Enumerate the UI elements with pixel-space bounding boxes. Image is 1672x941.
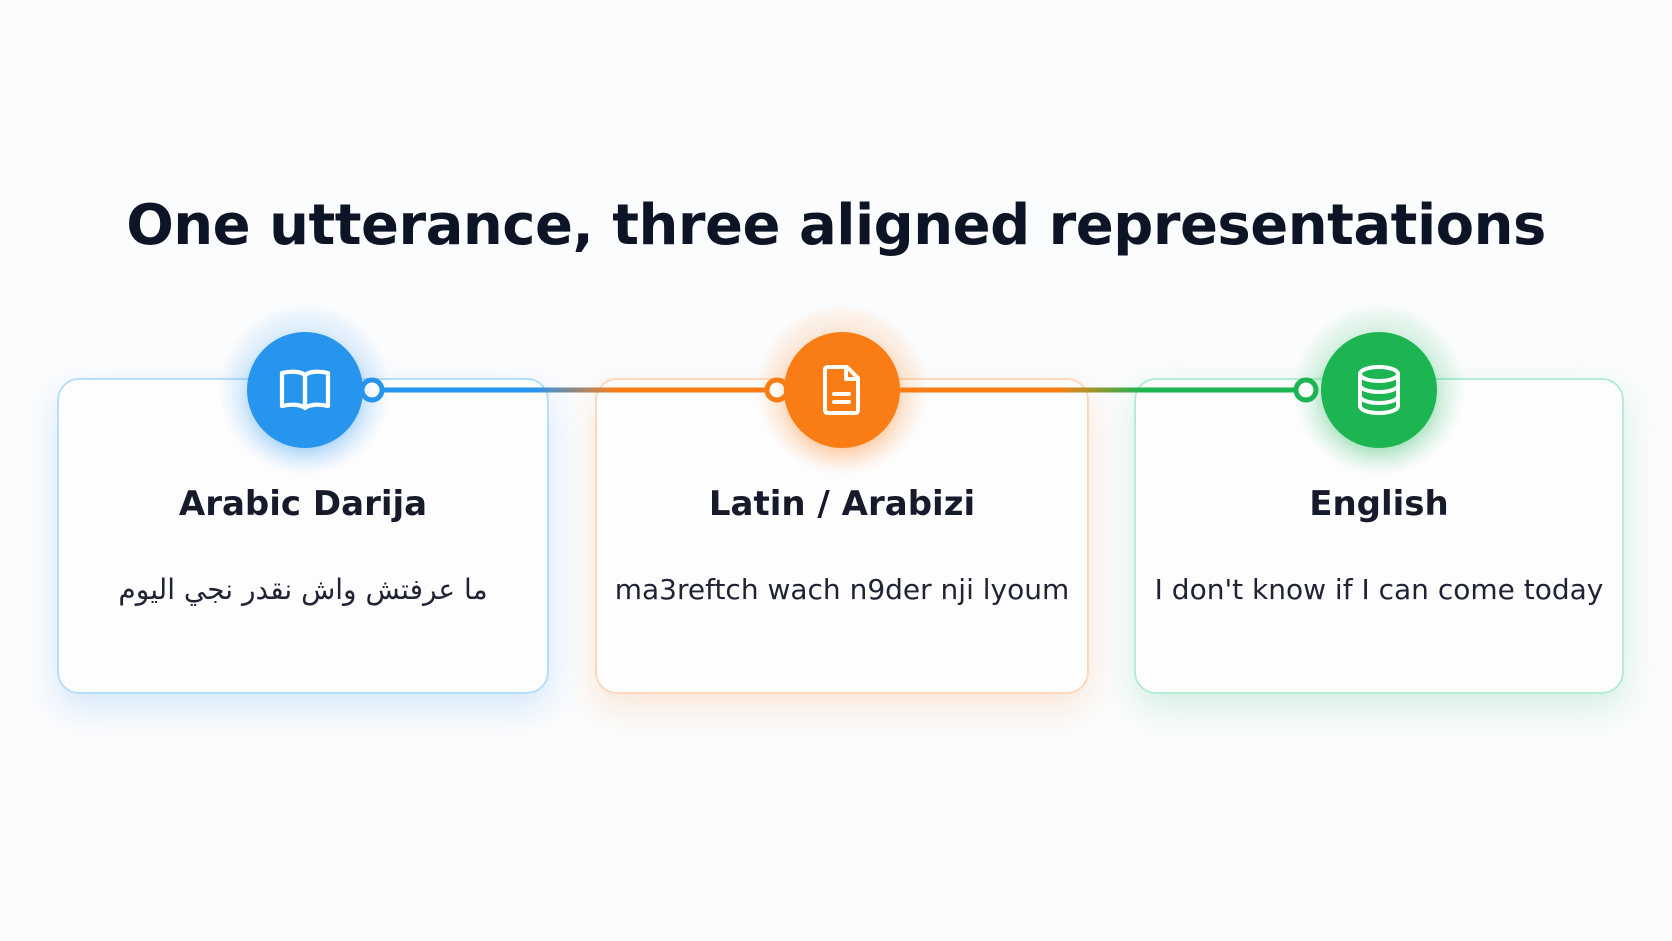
database-icon [1358, 365, 1400, 415]
card-text: I don't know if I can come today [1154, 573, 1604, 606]
database-icon-badge [1321, 332, 1437, 448]
page-title: One utterance, three aligned representat… [126, 193, 1546, 258]
card-label: Arabic Darija [178, 484, 428, 524]
card-label: Latin / Arabizi [708, 484, 976, 524]
book-icon [279, 369, 331, 411]
document-icon [823, 365, 860, 415]
card-text: ma3reftch wach n9der nji lyoum [614, 573, 1070, 606]
card-text: ما عرفتش واش نقدر نجي اليوم [118, 573, 488, 606]
document-icon-badge [784, 332, 900, 448]
book-icon-badge [247, 332, 363, 448]
card-label: English [1309, 484, 1449, 524]
